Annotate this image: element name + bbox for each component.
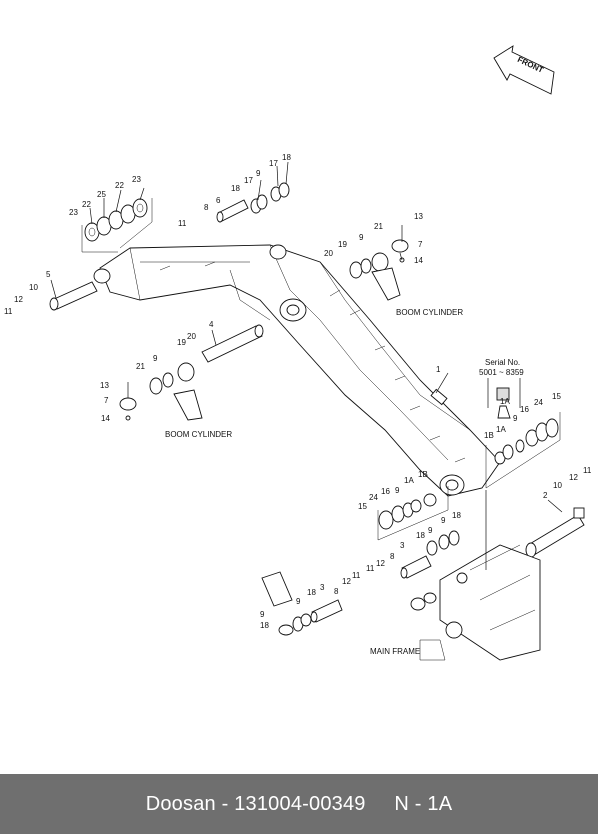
label-22-a: 22 <box>82 200 91 209</box>
main-frame <box>410 490 541 661</box>
label-1b-right: 1B <box>484 431 494 440</box>
label-22-b: 22 <box>115 181 124 190</box>
label-7-left: 7 <box>104 396 109 405</box>
label-8-middle: 8 <box>390 552 395 561</box>
parts-diagram: FRONT <box>4 45 592 661</box>
footer-bar: Doosan - 131004-00349 N - 1A <box>0 774 598 834</box>
washer-stack-upper-left <box>81 198 153 253</box>
label-9-mid-a: 9 <box>428 526 433 535</box>
label-5: 5 <box>46 270 51 279</box>
label-11-left-lower: 11 <box>352 571 361 580</box>
label-3-left: 3 <box>320 583 325 592</box>
serial-range: 5001 ~ 8359 <box>479 368 524 377</box>
label-1a-right: 1A <box>496 425 506 434</box>
pin-3-left <box>310 599 343 623</box>
label-14-left: 14 <box>101 414 110 423</box>
serial-box <box>487 378 521 419</box>
serial-heading: Serial No. <box>485 358 520 367</box>
label-23-a: 23 <box>69 208 78 217</box>
label-20-left: 20 <box>187 332 196 341</box>
boom-cylinder-label-right: BOOM CYLINDER <box>396 308 463 317</box>
label-8-top: 8 <box>204 203 209 212</box>
label-18-top-b: 18 <box>282 153 291 162</box>
label-15-left: 15 <box>358 502 367 511</box>
arm-cylinder-lower <box>261 571 312 636</box>
label-18-top-a: 18 <box>231 184 240 193</box>
part-labels: 1 1A 1A 1B 1B 1A 2 3 3 4 5 6 7 7 8 8 8 9… <box>4 153 592 656</box>
pin-2 <box>525 507 585 558</box>
label-9-bottom-a: 9 <box>296 597 301 606</box>
label-12-right: 12 <box>569 473 578 482</box>
label-24-right: 24 <box>534 398 543 407</box>
label-21-left: 21 <box>136 362 145 371</box>
label-16-left: 16 <box>381 487 390 496</box>
leader-lines <box>50 161 563 513</box>
label-11-middle: 11 <box>366 564 375 573</box>
bushing-stack-top <box>250 182 290 214</box>
label-15-right: 15 <box>552 392 561 401</box>
label-4: 4 <box>209 320 214 329</box>
label-17-a: 17 <box>244 176 253 185</box>
label-20-right: 20 <box>324 249 333 258</box>
label-10-right: 10 <box>553 481 562 490</box>
label-1a-left: 1A <box>404 476 414 485</box>
label-13-left: 13 <box>100 381 109 390</box>
label-3-middle: 3 <box>400 541 405 550</box>
label-24-left: 24 <box>369 493 378 502</box>
boom <box>93 244 501 497</box>
label-18-mid-b: 18 <box>452 511 461 520</box>
label-19-right: 19 <box>338 240 347 249</box>
label-16-right: 16 <box>520 405 529 414</box>
label-9-top: 9 <box>256 169 261 178</box>
label-12-left-lower: 12 <box>342 577 351 586</box>
boom-cylinder-right <box>349 225 409 301</box>
label-9-lower: 9 <box>395 486 400 495</box>
label-1: 1 <box>436 365 441 374</box>
main-frame-label: MAIN FRAME <box>370 647 420 656</box>
pin-5 <box>49 281 98 311</box>
label-11-top: 11 <box>178 219 187 228</box>
label-11-right: 11 <box>583 466 592 475</box>
pin-3-middle <box>400 555 432 579</box>
boom-cylinder-label-left: BOOM CYLINDER <box>165 430 232 439</box>
label-9-left: 9 <box>153 354 158 363</box>
label-19-left: 19 <box>177 338 186 347</box>
label-9-bottom-b: 9 <box>260 610 265 619</box>
pin-6 <box>216 199 249 223</box>
label-14-right: 14 <box>414 256 423 265</box>
label-25: 25 <box>97 190 106 199</box>
label-23-b: 23 <box>132 175 141 184</box>
label-9-serial: 9 <box>513 414 518 423</box>
label-1a-serial: 1A <box>500 397 510 406</box>
label-21-right: 21 <box>374 222 383 231</box>
footer-caption: Doosan - 131004-00349 N - 1A <box>145 792 453 815</box>
label-13-right: 13 <box>414 212 423 221</box>
label-9-right: 9 <box>359 233 364 242</box>
label-18-bottom-a: 18 <box>307 588 316 597</box>
label-11-left: 11 <box>4 307 13 316</box>
label-18-bottom-b: 18 <box>260 621 269 630</box>
washer-stack-lower-left <box>377 486 449 541</box>
label-12-middle: 12 <box>376 559 385 568</box>
pin-4 <box>201 324 264 363</box>
label-6: 6 <box>216 196 221 205</box>
label-12-left: 12 <box>14 295 23 304</box>
boom-cylinder-left <box>119 362 203 421</box>
label-8-left: 8 <box>334 587 339 596</box>
front-arrow: FRONT <box>493 45 555 95</box>
label-7-right: 7 <box>418 240 423 249</box>
label-18-mid-a: 18 <box>416 531 425 540</box>
label-9-mid-b: 9 <box>441 516 446 525</box>
label-1b-left: 1B <box>418 470 428 479</box>
label-2: 2 <box>543 491 548 500</box>
label-17-b: 17 <box>269 159 278 168</box>
bushing-stack-middle <box>426 530 460 556</box>
label-10-left: 10 <box>29 283 38 292</box>
washer-stack-right <box>485 412 561 489</box>
